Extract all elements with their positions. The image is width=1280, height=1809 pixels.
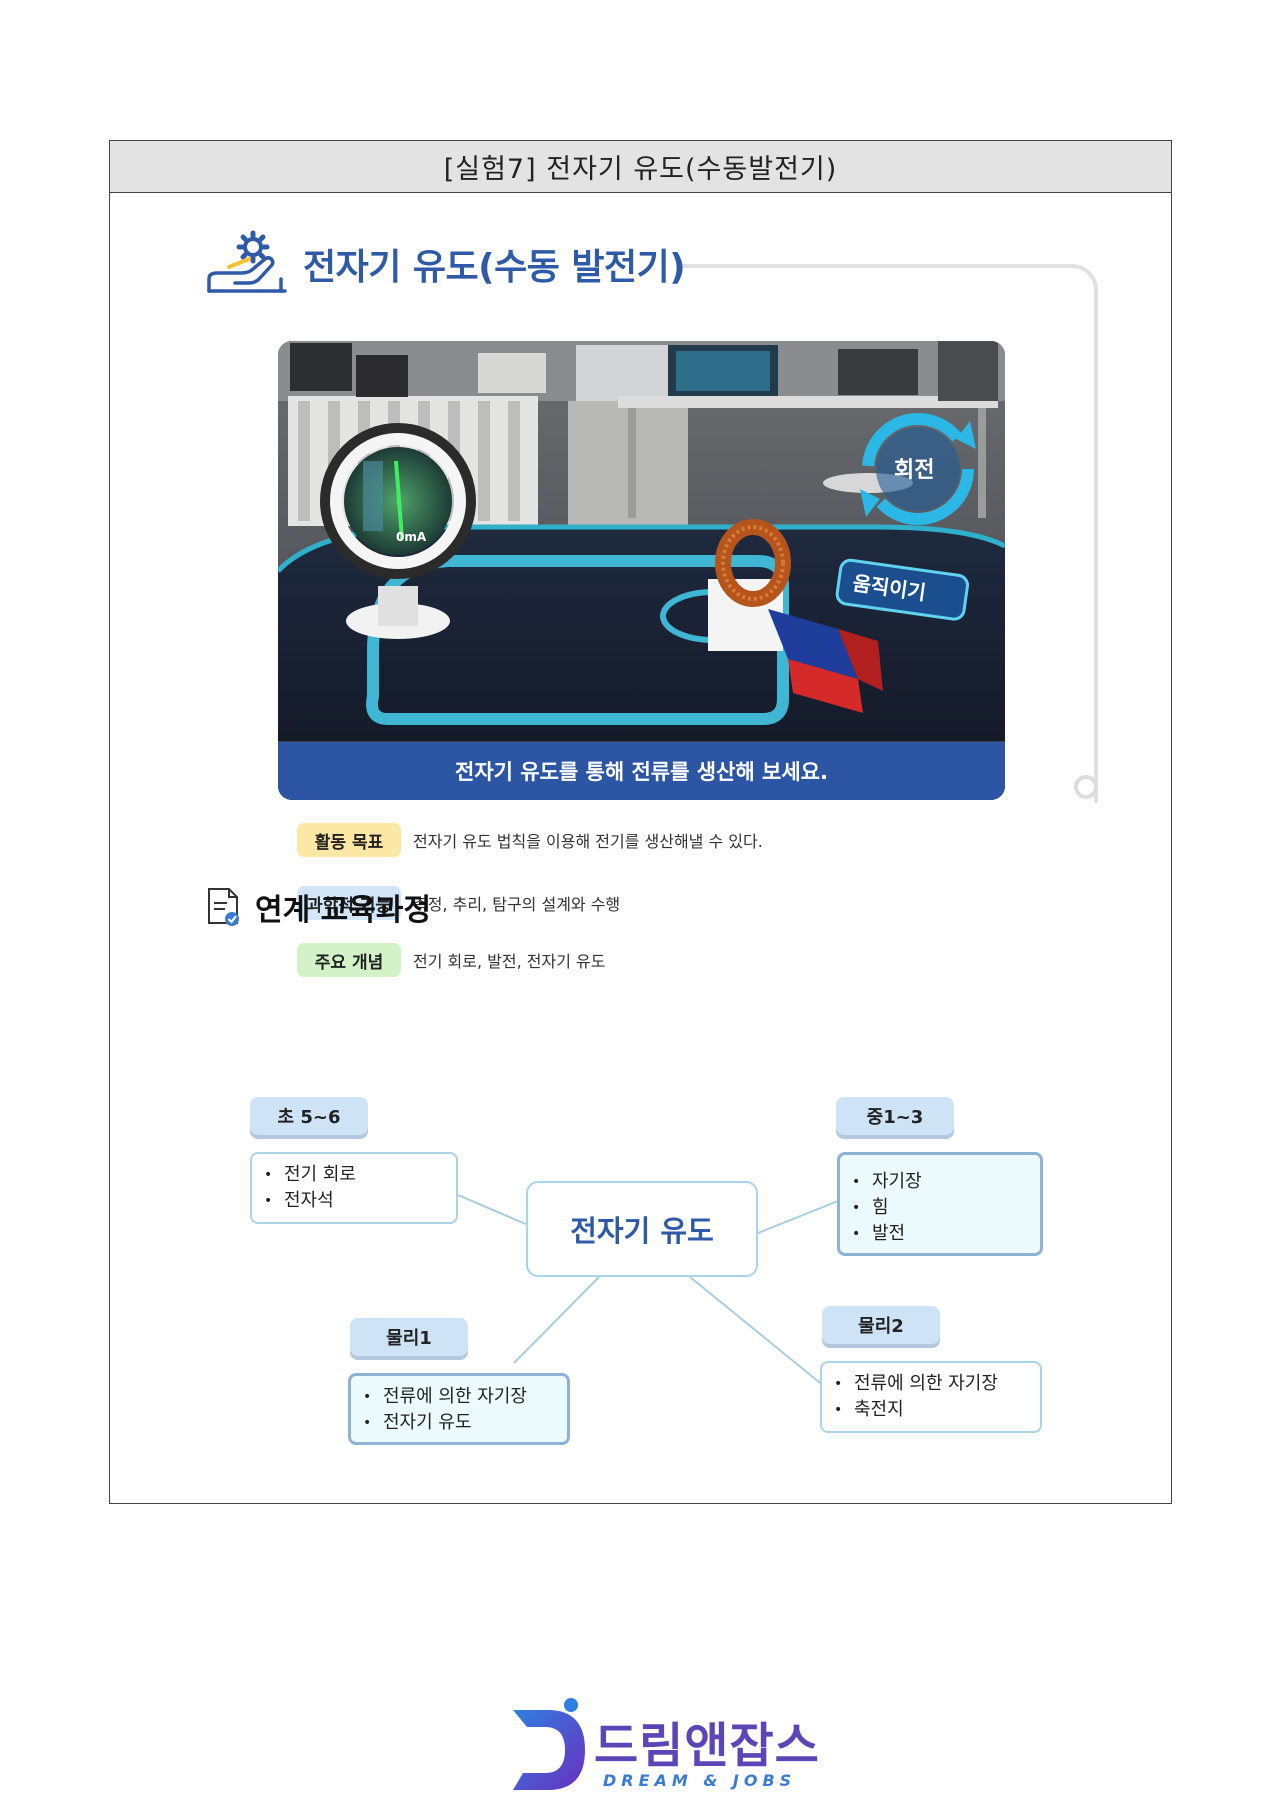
tag-science-skills: 과학적 기능 (297, 886, 401, 920)
list-item: 축전지 (830, 1397, 1040, 1423)
tag-activity-goal: 활동 목표 (297, 823, 401, 857)
curriculum-node-physics2: 물리2 (822, 1306, 940, 1344)
logo-korean-text: 드림앤잡스 (594, 1718, 820, 1774)
rotate-label: 회전 (894, 458, 934, 483)
list-item: 전자기 유도 (359, 1410, 567, 1436)
list-item: 전자석 (260, 1188, 456, 1214)
info-row-skills: 과학적 기능 측정, 추리, 탐구의 설계와 수행 (297, 886, 620, 920)
list-item: 자기장 (848, 1169, 1040, 1195)
curriculum-box-physics2: 전류에 의한 자기장 축전지 (820, 1361, 1042, 1433)
curriculum-title: 연계 교육과정 (255, 893, 432, 928)
list-item: 전류에 의한 자기장 (359, 1384, 567, 1410)
frame-header-title: [실험7] 전자기 유도(수동발전기) (110, 141, 1171, 193)
curriculum-node-middle: 중1~3 (836, 1097, 954, 1135)
lab-scene-illustration: 0mA 회전 움직이기 (278, 341, 1005, 800)
info-text-key-concepts: 전기 회로, 발전, 전자기 유도 (413, 952, 606, 971)
curriculum-box-middle: 자기장 힘 발전 (837, 1152, 1043, 1256)
document-check-icon (208, 888, 239, 926)
list-item: 발전 (848, 1221, 1040, 1247)
curriculum-box-elementary: 전기 회로 전자석 (250, 1152, 458, 1224)
curriculum-box-physics1: 전류에 의한 자기장 전자기 유도 (348, 1373, 570, 1445)
curriculum-center-node: 전자기 유도 (526, 1181, 758, 1277)
mindmap-connectors (457, 1194, 839, 1392)
curriculum-node-physics1: 물리1 (350, 1318, 468, 1356)
decorative-dot (1074, 775, 1098, 799)
tag-key-concepts: 주요 개념 (297, 943, 401, 977)
list-item: 힘 (848, 1195, 1040, 1221)
info-row-goal: 활동 목표 전자기 유도 법칙을 이용해 전기를 생산해낼 수 있다. (297, 823, 763, 857)
info-text-activity-goal: 전자기 유도 법칙을 이용해 전기를 생산해낼 수 있다. (413, 832, 763, 851)
simulation-caption: 전자기 유도를 통해 전류를 생산해 보세요. (278, 742, 1005, 800)
decorative-line (682, 264, 1098, 803)
list-item: 전기 회로 (260, 1162, 456, 1188)
meter-reading: 0mA (396, 530, 427, 544)
title-row: 전자기 유도(수동 발전기) (205, 229, 686, 299)
info-row-concepts: 주요 개념 전기 회로, 발전, 전자기 유도 (297, 943, 605, 977)
page-title: 전자기 유도(수동 발전기) (303, 247, 686, 288)
simulation-screenshot: 0mA 회전 움직이기 전자기 유도를 통해 전류를 생산해 보세요. (278, 341, 1005, 800)
logo-english-text: DREAM & JOBS (603, 1771, 797, 1790)
document-frame: [실험7] 전자기 유도(수동발전기) 전자기 유도(수동 발전기) (109, 140, 1172, 1504)
hand-gear-icon (207, 230, 287, 293)
curriculum-node-elementary: 초 5~6 (250, 1097, 368, 1135)
curriculum-section-header: 연계 교육과정 (205, 885, 431, 929)
list-item: 전류에 의한 자기장 (830, 1371, 1040, 1397)
dream-jobs-logo-icon (498, 1698, 585, 1790)
info-text-science-skills: 측정, 추리, 탐구의 설계와 수행 (413, 895, 621, 914)
